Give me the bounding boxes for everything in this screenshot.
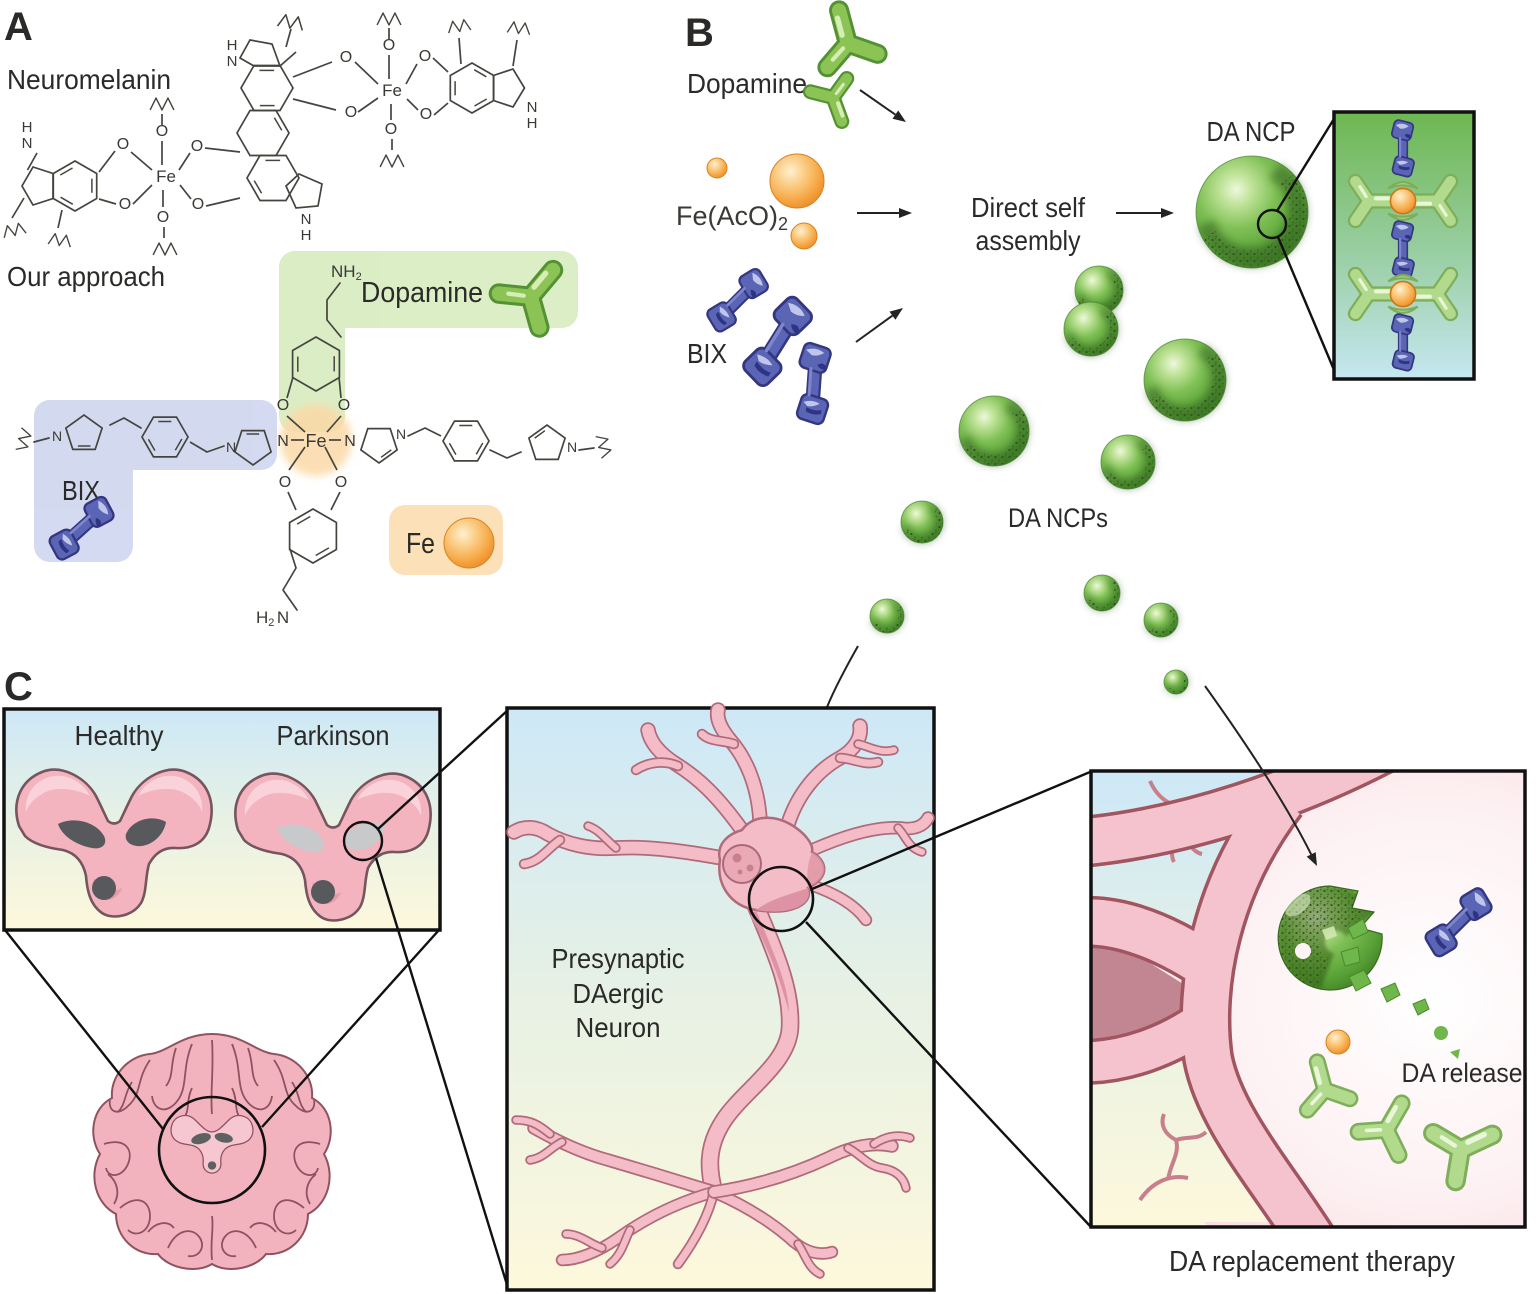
svg-text:O: O — [340, 49, 352, 66]
svg-text:DA replacement therapy: DA replacement therapy — [1169, 1246, 1455, 1278]
svg-text:BIX: BIX — [687, 338, 727, 369]
svg-text:Neuron: Neuron — [576, 1012, 661, 1043]
svg-text:O: O — [156, 123, 168, 140]
svg-text:O: O — [157, 209, 169, 226]
svg-text:Dopamine: Dopamine — [361, 277, 483, 309]
svg-text:A: A — [4, 5, 33, 49]
svg-text:N: N — [22, 135, 33, 152]
svg-text:C: C — [4, 665, 33, 709]
svg-text:assembly: assembly — [976, 225, 1081, 256]
svg-text:O: O — [117, 136, 129, 153]
svg-text:NH2: NH2 — [331, 262, 362, 283]
svg-text:Parkinson: Parkinson — [277, 720, 390, 751]
svg-text:N: N — [227, 53, 238, 70]
svg-text:N: N — [344, 433, 356, 450]
svg-text:O: O — [335, 474, 347, 491]
svg-text:H: H — [227, 37, 238, 54]
svg-text:Our approach: Our approach — [7, 261, 165, 292]
svg-text:N: N — [301, 211, 312, 228]
svg-text:Fe: Fe — [156, 167, 176, 186]
svg-text:O: O — [383, 37, 395, 54]
svg-text:N: N — [277, 608, 289, 627]
svg-text:N: N — [527, 99, 538, 116]
svg-text:Dopamine: Dopamine — [687, 68, 807, 99]
svg-text:Fe: Fe — [305, 431, 326, 451]
svg-text:N: N — [52, 428, 62, 444]
svg-text:O: O — [191, 138, 203, 155]
svg-text:O: O — [419, 48, 431, 65]
svg-text:O: O — [192, 196, 204, 213]
svg-text:O: O — [338, 397, 350, 414]
svg-text:Presynaptic: Presynaptic — [552, 943, 685, 974]
svg-text:N: N — [396, 426, 406, 442]
svg-text:B: B — [685, 11, 714, 55]
svg-text:N: N — [226, 439, 236, 455]
svg-text:DA NCP: DA NCP — [1207, 116, 1296, 147]
svg-text:H: H — [301, 227, 312, 244]
svg-text:DA NCPs: DA NCPs — [1008, 503, 1108, 533]
svg-text:Direct self: Direct self — [971, 192, 1085, 223]
svg-text:O: O — [277, 397, 289, 414]
svg-text:O: O — [385, 121, 397, 138]
svg-text:Fe: Fe — [406, 528, 435, 560]
svg-text:Fe(AcO)2: Fe(AcO)2 — [676, 201, 788, 234]
svg-text:Neuromelanin: Neuromelanin — [7, 64, 171, 95]
svg-text:DA release: DA release — [1402, 1058, 1523, 1088]
svg-text:N: N — [567, 439, 577, 455]
svg-text:Healthy: Healthy — [75, 720, 164, 751]
svg-text:O: O — [420, 106, 432, 123]
svg-text:O: O — [279, 474, 291, 491]
svg-text:O: O — [119, 196, 131, 213]
svg-text:Fe: Fe — [382, 81, 402, 100]
svg-text:N: N — [277, 433, 289, 450]
svg-text:H: H — [527, 115, 538, 132]
svg-text:O: O — [345, 104, 357, 121]
svg-text:DAergic: DAergic — [573, 978, 664, 1009]
svg-text:H: H — [22, 119, 33, 136]
